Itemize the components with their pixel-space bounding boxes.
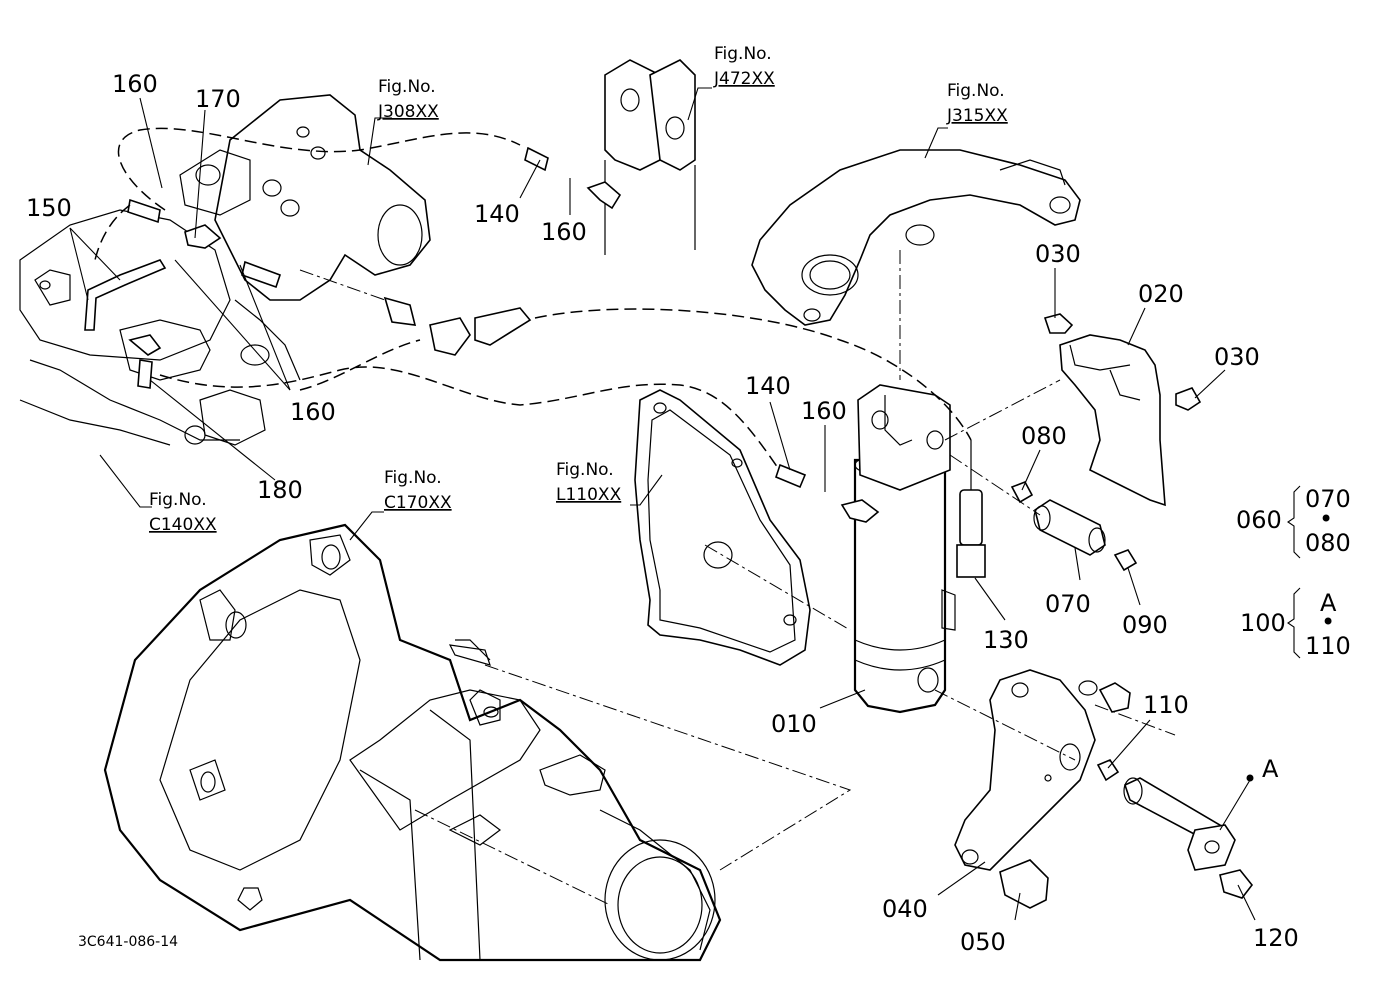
group-dot: • xyxy=(1319,505,1333,533)
group-item-110: 110 xyxy=(1305,632,1351,660)
marker-a-dot xyxy=(1246,774,1254,782)
fig-ref-j315: J315XX xyxy=(946,106,1008,126)
assembly-axes xyxy=(299,250,1176,906)
valve-block xyxy=(19,94,431,446)
transmission-housing xyxy=(103,523,722,962)
figure-references: Fig.No. J308XX Fig.No. J472XX Fig.No. J3… xyxy=(149,44,1008,535)
guard-plate xyxy=(1059,334,1166,507)
harness-connector xyxy=(956,440,986,578)
fig-ref-j308: J308XX xyxy=(377,102,439,122)
group-item-a: A xyxy=(1320,589,1337,617)
lift-pin xyxy=(1123,777,1236,871)
lift-arm xyxy=(751,149,1081,326)
part-number-030: 030 xyxy=(1035,240,1081,268)
part-number-labels: 160 170 150 160 180 140 160 140 160 010 … xyxy=(26,70,1351,956)
part-number-090: 090 xyxy=(1122,611,1168,639)
fig-ref-j472: J472XX xyxy=(713,69,775,89)
part-number-030: 030 xyxy=(1214,343,1260,371)
upper-link-bracket xyxy=(604,59,696,255)
part-number-070: 070 xyxy=(1045,590,1091,618)
part-number-100: 100 xyxy=(1240,609,1286,637)
group-item-070: 070 xyxy=(1305,485,1351,513)
leader-lines xyxy=(69,87,1256,921)
fig-ref-prefix: Fig.No. xyxy=(556,460,614,480)
harness-route xyxy=(94,127,972,469)
part-number-160: 160 xyxy=(541,218,587,246)
fig-ref-c140: C140XX xyxy=(149,515,217,535)
part-number-140: 140 xyxy=(474,200,520,228)
part-number-080: 080 xyxy=(1021,422,1067,450)
part-number-180: 180 xyxy=(257,476,303,504)
fig-ref-prefix: Fig.No. xyxy=(384,468,442,488)
part-number-050: 050 xyxy=(960,928,1006,956)
group-brackets xyxy=(1287,485,1301,659)
fig-ref-prefix: Fig.No. xyxy=(149,490,207,510)
lift-cylinder xyxy=(853,384,956,714)
fig-ref-prefix: Fig.No. xyxy=(378,77,436,97)
part-number-120: 120 xyxy=(1253,924,1299,952)
fig-ref-c170: C170XX xyxy=(384,493,452,513)
part-number-060: 060 xyxy=(1236,506,1282,534)
fig-ref-prefix: Fig.No. xyxy=(947,81,1005,101)
part-number-020: 020 xyxy=(1138,280,1184,308)
part-number-110: 110 xyxy=(1143,691,1189,719)
part-number-170: 170 xyxy=(195,85,241,113)
fig-ref-prefix: Fig.No. xyxy=(714,44,772,64)
part-number-140: 140 xyxy=(745,372,791,400)
part-number-130: 130 xyxy=(983,626,1029,654)
fig-ref-l110: L110XX xyxy=(556,485,622,505)
part-number-160: 160 xyxy=(801,397,847,425)
group-item-080: 080 xyxy=(1305,529,1351,557)
part-number-040: 040 xyxy=(882,895,928,923)
marker-a-label: A xyxy=(1262,755,1279,783)
lower-bracket xyxy=(954,669,1096,871)
hoses-and-fittings xyxy=(84,146,880,523)
drawing-id: 3C641-086-14 xyxy=(78,934,178,950)
group-dot: • xyxy=(1321,608,1335,636)
part-number-160: 160 xyxy=(290,398,336,426)
position-sensor xyxy=(1010,481,1106,556)
part-number-160: 160 xyxy=(112,70,158,98)
part-number-150: 150 xyxy=(26,194,72,222)
fasteners xyxy=(999,313,1254,909)
lift-rod-bracket xyxy=(634,389,811,666)
part-number-010: 010 xyxy=(771,710,817,738)
